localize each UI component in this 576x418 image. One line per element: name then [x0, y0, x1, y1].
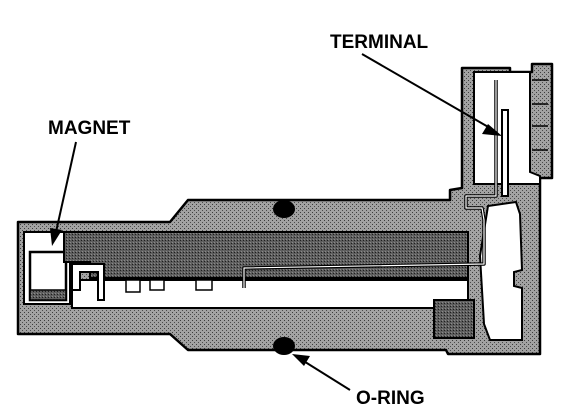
terminal-pin [501, 109, 509, 197]
oring-leader-line [301, 359, 351, 391]
o-ring-bottom [273, 337, 295, 355]
terminal-leader-line [361, 53, 491, 129]
terminal-label: TERMINAL [330, 32, 429, 53]
rear-internal-cavity [478, 200, 524, 341]
connector-shell-ribs [532, 79, 548, 151]
oring-leader-arrowhead [292, 354, 310, 366]
bore-contact-pads [125, 279, 213, 293]
o-ring-top [273, 200, 295, 218]
magnet-leader-arrowhead [50, 228, 62, 246]
rear-component-block [433, 299, 475, 339]
magnet-base [29, 289, 67, 301]
terminal-leader-arrowhead [482, 124, 502, 136]
sensing-element [63, 231, 469, 279]
terminal-lead-wire-inner [243, 80, 497, 288]
magnet-leader-line [55, 141, 77, 233]
oring-label: O-RING [356, 388, 425, 409]
front-clip [71, 263, 105, 301]
magnet-label: MAGNET [48, 118, 131, 139]
